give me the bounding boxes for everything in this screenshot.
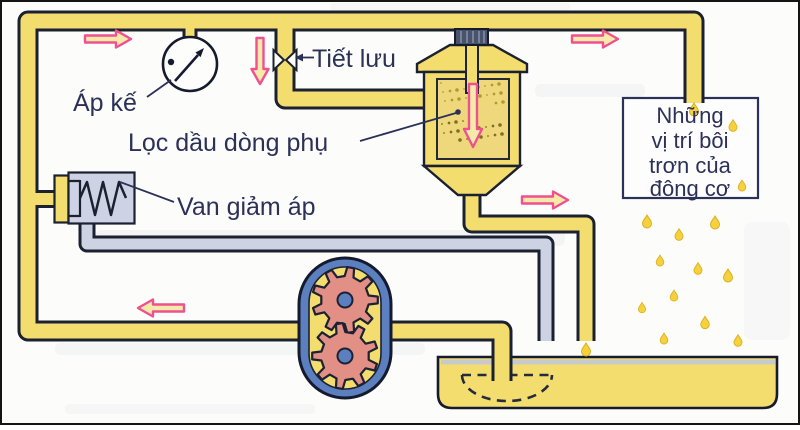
relief-valve (53, 171, 136, 225)
lubrication-box-line: Những (656, 103, 723, 128)
lubrication-box-line: vị trí bôi (651, 128, 728, 153)
gear-shaft (336, 347, 354, 365)
lubrication-box-text: Những vị trí bôi trơn của động cơ (649, 103, 731, 201)
throttle-branch-pipe (277, 21, 430, 107)
label-pointers (119, 53, 461, 203)
lubrication-box-line: trơn của (649, 153, 731, 178)
gauge-needle (174, 54, 199, 82)
throttle-restriction-icon (272, 47, 298, 73)
gauge-needle-tip (195, 48, 204, 58)
lubrication-points-box (621, 96, 760, 200)
relief-return-pipe (78, 221, 555, 341)
pressure-gauge-label: Áp kế (73, 88, 137, 117)
gear-pump (297, 256, 393, 400)
gauge-pivot-dot (167, 58, 175, 66)
filter-pointer-line (359, 109, 461, 142)
oil-pan (436, 355, 779, 410)
suction-strainer-icon (460, 373, 554, 403)
main-oil-loop (20, 13, 702, 381)
lubrication-box-line: động cơ (650, 176, 730, 201)
bypass-filter-label: Lọc dầu dòng phụ (128, 129, 328, 157)
relief-valve-label: Van giảm áp (177, 193, 316, 221)
gear-shaft (336, 291, 354, 309)
labels: Áp kế Tiết lưu Lọc dầu dòng phụ Van giảm… (73, 45, 732, 221)
valve-pointer-line (119, 181, 175, 203)
filter-drain-pipe (465, 192, 593, 341)
bypass-oil-filter (415, 28, 529, 197)
throttle-pointer-arrow-icon (295, 53, 314, 62)
valve-piston (68, 179, 82, 218)
throttle-label: Tiết lưu (312, 45, 396, 73)
pressure-gauge (161, 35, 219, 93)
gauge-pointer-line (146, 79, 172, 98)
oil-pipes (17, 10, 705, 381)
filter-cap (454, 28, 489, 46)
valve-spring-icon (78, 180, 128, 217)
oil-surface-band (441, 359, 775, 365)
